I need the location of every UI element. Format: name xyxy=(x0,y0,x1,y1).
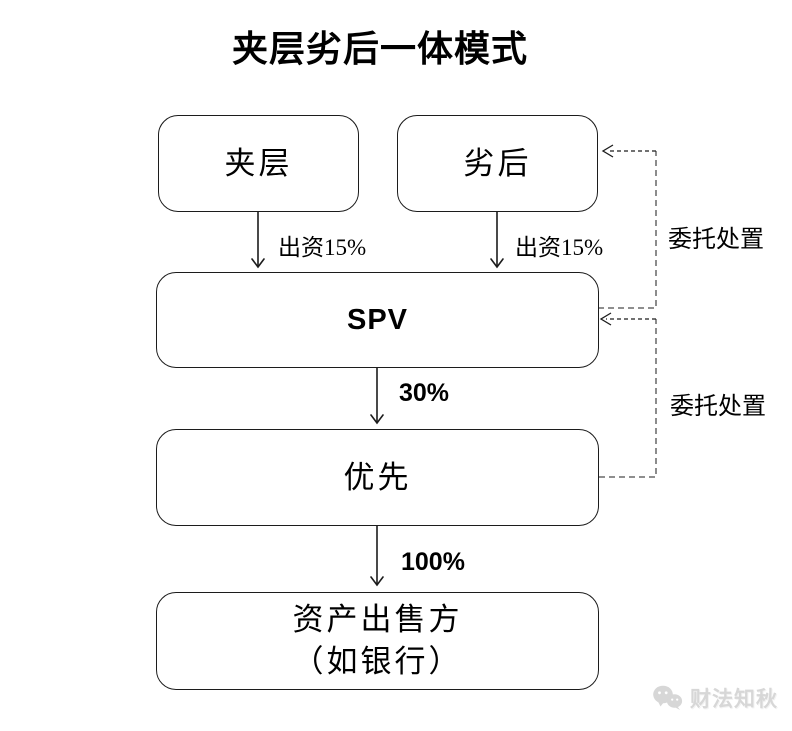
wechat-icon xyxy=(653,685,683,710)
arrow-spv-to-senior xyxy=(370,367,384,425)
arrow-subordinate-to-spv xyxy=(490,211,504,269)
dashed-connector-spv-to-subordinate xyxy=(598,144,657,309)
edge-label-subordinate-contribution: 出资15% xyxy=(515,235,604,260)
edge-label-senior-to-seller: 100% xyxy=(401,548,465,576)
node-asset-seller: 资产出售方 （如银行） xyxy=(156,592,599,690)
node-mezzanine: 夹层 xyxy=(158,115,359,212)
node-subordinate: 劣后 xyxy=(397,115,598,212)
edge-label-mezzanine-contribution: 出资15% xyxy=(278,235,367,260)
dashed-connector-senior-to-spv xyxy=(599,312,657,478)
node-spv-label: SPV xyxy=(346,303,409,336)
page-title: 夹层劣后一体模式 xyxy=(231,28,528,69)
edge-label-spv-to-senior: 30% xyxy=(399,379,450,407)
node-asset-seller-label-line2: （如银行） xyxy=(292,644,463,679)
node-mezzanine-label: 夹层 xyxy=(224,145,293,181)
watermark: 财法知秋 xyxy=(652,683,778,713)
arrow-mezzanine-to-spv xyxy=(251,211,265,269)
edge-label-entrust-lower: 委托处置 xyxy=(670,394,766,420)
arrow-senior-to-seller xyxy=(370,525,384,587)
node-asset-seller-label-line1: 资产出售方 xyxy=(292,602,463,637)
node-senior: 优先 xyxy=(156,429,599,526)
node-subordinate-label: 劣后 xyxy=(463,145,532,181)
node-spv: SPV xyxy=(156,272,599,368)
node-senior-label: 优先 xyxy=(343,459,412,495)
edge-label-entrust-upper: 委托处置 xyxy=(668,227,764,253)
watermark-text: 财法知秋 xyxy=(690,688,778,711)
